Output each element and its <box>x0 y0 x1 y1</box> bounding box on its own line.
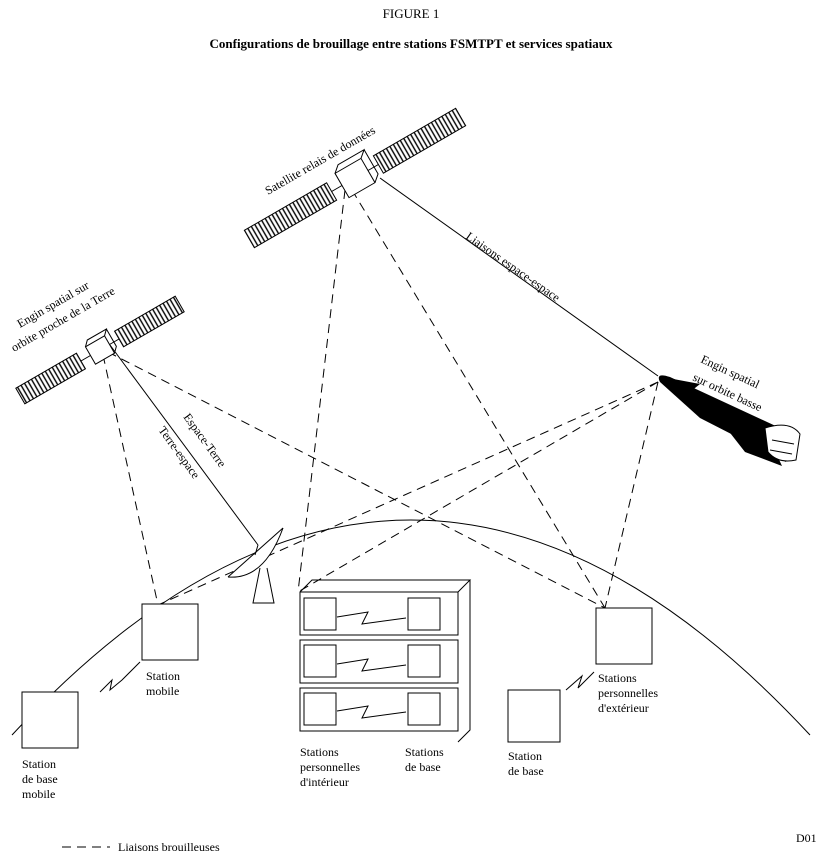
indoor-label-line2: personnelles <box>300 760 360 774</box>
base-mobile-label-line2: de base <box>22 772 58 786</box>
outdoor-radio-link <box>565 671 595 691</box>
base-stations-label-line2: de base <box>405 760 441 774</box>
space-space-link <box>379 177 659 377</box>
single-base-label-line1: Station <box>508 749 542 763</box>
mobile-station-label-line1: Station <box>146 669 180 683</box>
outdoor-label-line2: personnelles <box>598 686 658 700</box>
earth-surface-arc <box>11 519 811 736</box>
earth-station-dish <box>227 527 284 604</box>
mobile-station-label-line2: mobile <box>146 684 179 698</box>
base-mobile-station-box <box>21 691 79 749</box>
base-mobile-label-line1: Station <box>22 757 56 771</box>
outdoor-station-box <box>595 607 653 665</box>
indoor-label-line3: d'intérieur <box>300 775 349 789</box>
base-mobile-label-line3: mobile <box>22 787 55 801</box>
space-space-link-label: Liaisons espace-espace <box>463 229 562 304</box>
single-base-label-line2: de base <box>508 764 544 778</box>
near-earth-spacecraft <box>15 295 185 405</box>
mobile-radio-link <box>99 661 141 693</box>
outdoor-label-line1: Stations <box>598 671 637 685</box>
space-earth-link <box>109 344 259 546</box>
figure-title: Configurations de brouillage entre stati… <box>210 36 614 51</box>
legend-label: Liaisons brouilleuses <box>118 840 220 854</box>
outdoor-label-line3: d'extérieur <box>598 701 649 715</box>
low-orbit-spacecraft <box>658 375 801 466</box>
mobile-station-box <box>141 603 199 661</box>
figure-code: D01 <box>796 831 817 845</box>
interfering-links <box>102 189 659 609</box>
indoor-label-line1: Stations <box>300 745 339 759</box>
base-stations-label-line1: Stations <box>405 745 444 759</box>
single-base-station-box <box>507 689 561 743</box>
building <box>299 579 472 743</box>
relay-satellite <box>243 107 467 249</box>
figure-number: FIGURE 1 <box>383 6 440 21</box>
